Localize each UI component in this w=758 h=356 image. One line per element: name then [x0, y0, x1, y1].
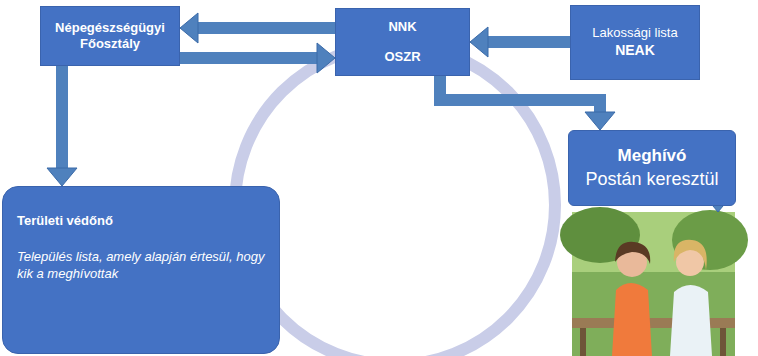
arrow-head — [180, 13, 198, 43]
cycle-ring — [235, 45, 555, 356]
box-body: Település lista, amely alapján értesül, … — [17, 249, 265, 282]
arrow-head — [470, 27, 488, 57]
arrow-head — [585, 112, 615, 130]
box-title: OSZR — [384, 49, 420, 65]
box-title: Területi védőnő — [17, 213, 113, 229]
arrow-shaft — [56, 66, 68, 170]
nurse-box: Területi védőnőTelepülés lista, amely al… — [2, 186, 280, 354]
arrow-shaft — [180, 52, 319, 64]
source-box: Lakossági listaNEAK — [570, 5, 700, 80]
flow-arrow — [470, 27, 570, 57]
arrow-shaft — [440, 76, 600, 114]
box-text: Lakossági lista — [592, 25, 677, 41]
arrow-head — [317, 43, 335, 73]
flow-arrow — [180, 43, 335, 73]
box-text: Postán keresztül — [585, 168, 718, 191]
flow-arrow — [47, 66, 77, 186]
arrow-shaft — [196, 22, 335, 34]
photo-illustration — [560, 207, 748, 356]
system-box: NNK OSZR — [335, 8, 470, 76]
box-title: Népegészségügyi Főosztály — [49, 20, 171, 53]
flow-arrow — [440, 76, 615, 130]
invitation-box: MeghívóPostán keresztül — [568, 130, 736, 206]
flow-arrow — [180, 13, 335, 43]
arrow-shaft — [486, 36, 570, 48]
box-title: NNK — [388, 19, 416, 35]
department-box: Népegészségügyi Főosztály — [40, 6, 180, 66]
box-title: NEAK — [615, 42, 655, 60]
box-title: Meghívó — [618, 145, 687, 166]
arrow-head — [47, 168, 77, 186]
